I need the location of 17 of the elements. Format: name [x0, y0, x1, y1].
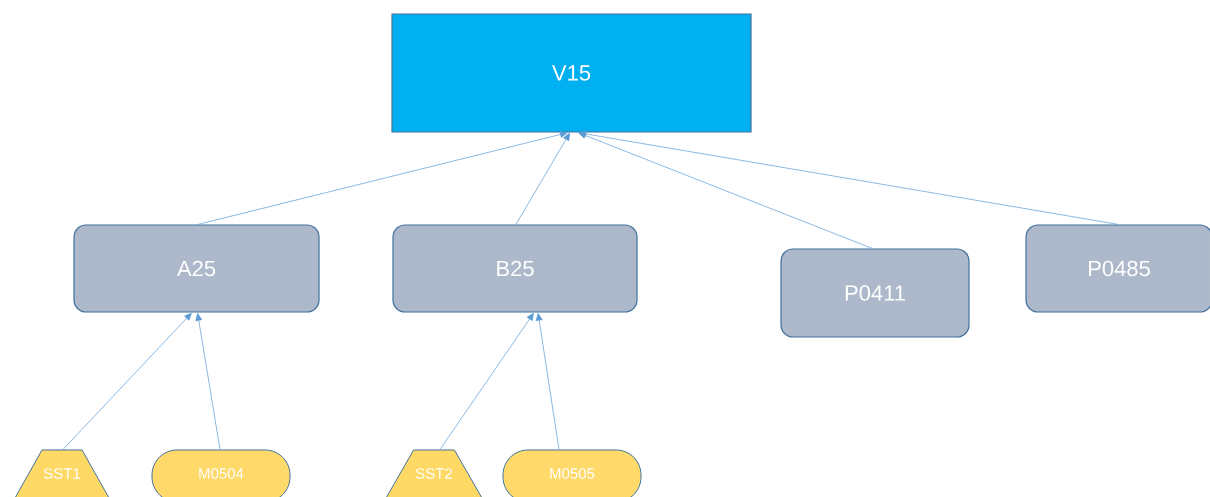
arrow	[62, 312, 192, 450]
trapezoid-box: SST2	[381, 449, 487, 497]
arrow	[578, 132, 873, 249]
process-box: P0485	[1025, 224, 1210, 313]
process-box: P0411	[780, 248, 970, 338]
arrow	[195, 313, 221, 450]
arrow	[578, 130, 1119, 225]
process-box: A25	[73, 224, 320, 313]
arrow	[535, 313, 560, 450]
arrow	[515, 133, 570, 225]
process-box: B25	[392, 224, 638, 313]
arrow	[197, 131, 568, 225]
rounded-box: M0505	[502, 449, 642, 497]
trapezoid-box: SST1	[10, 449, 114, 497]
rounded-box: M0504	[151, 449, 291, 497]
arrow	[439, 312, 534, 450]
process-box: V15	[391, 13, 752, 133]
